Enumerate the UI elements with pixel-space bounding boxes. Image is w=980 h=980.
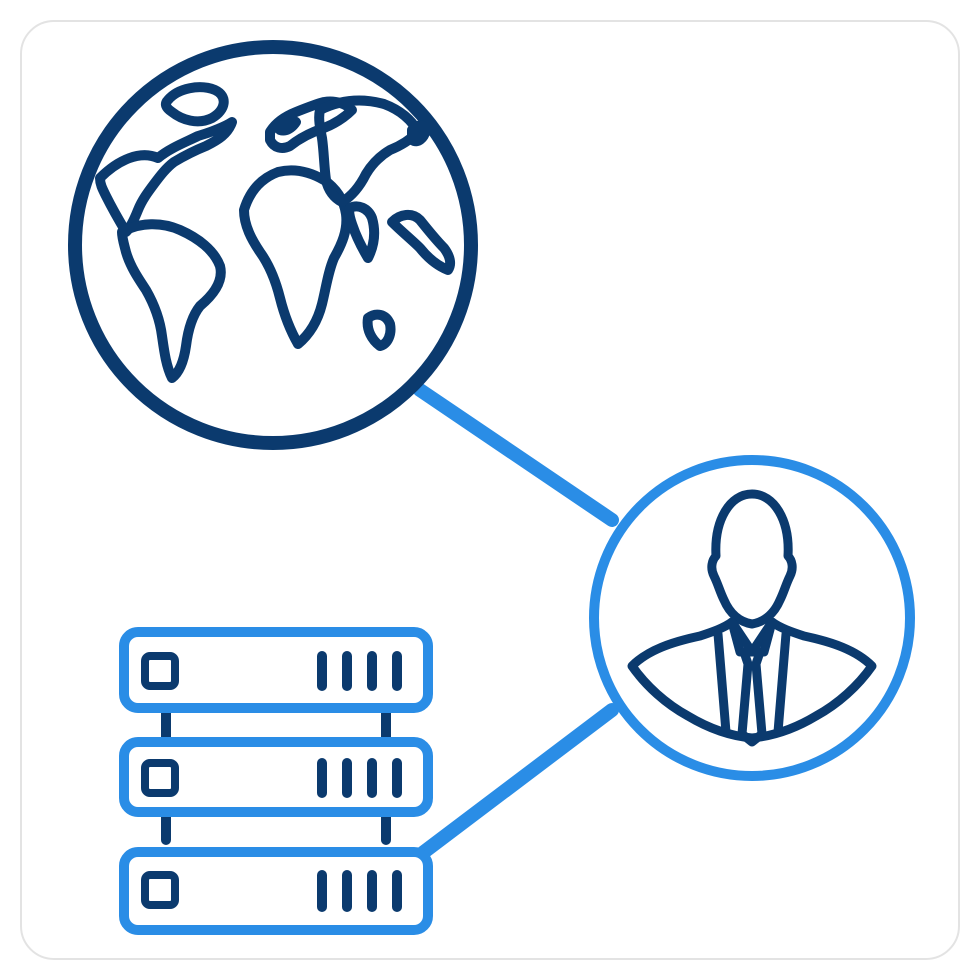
server-unit-2 (119, 737, 433, 817)
connector-globe-user (413, 383, 619, 527)
server-vents-1 (317, 651, 402, 691)
landmass-south-america (117, 219, 226, 383)
landmass-greenland (160, 82, 229, 127)
landmass-asia (314, 95, 423, 207)
user-body (627, 617, 877, 743)
landmass-africa (239, 165, 352, 349)
server-unit-1 (119, 627, 433, 713)
server-unit-3 (119, 847, 433, 935)
landmass-japan (407, 120, 431, 147)
globe-icon (68, 40, 478, 450)
landmass-europe (265, 96, 357, 153)
user-tie (737, 647, 767, 747)
user-icon (589, 455, 915, 781)
landmass-north-america (95, 117, 237, 237)
server-vents-2 (317, 758, 402, 798)
landmass-india (344, 201, 380, 263)
landmass-southeast-asia (387, 210, 456, 275)
user-head (707, 489, 797, 629)
server-light-3 (141, 871, 179, 909)
connector-server-user (413, 703, 619, 862)
server-icon (119, 627, 433, 935)
connector-lines (413, 383, 619, 862)
user-lapel-left (713, 629, 731, 737)
server-light-2 (141, 759, 179, 797)
user-lapel-right (773, 629, 791, 737)
server-vents-3 (317, 870, 402, 912)
landmass-madagascar (362, 309, 396, 351)
server-light-1 (141, 652, 179, 690)
